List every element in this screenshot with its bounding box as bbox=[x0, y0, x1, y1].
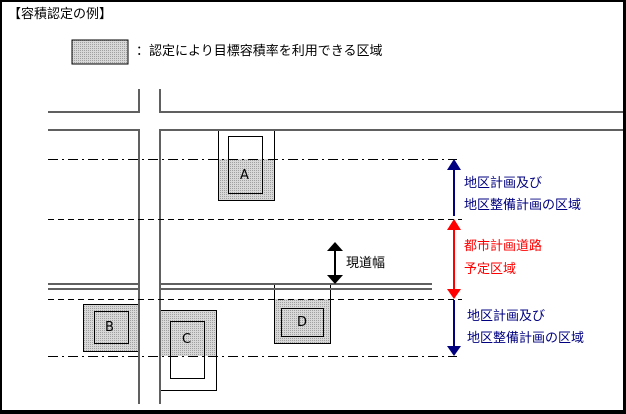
building-c-eligible-area bbox=[160, 310, 216, 356]
current-road-width-arrow bbox=[327, 242, 343, 284]
building-c bbox=[170, 321, 205, 379]
building-d-eligible-area bbox=[274, 299, 330, 343]
building-a bbox=[228, 136, 263, 194]
road-edge-current-bottom-right bbox=[159, 283, 432, 404]
district-top-label-line1: 地区計画及び bbox=[464, 176, 543, 191]
planned-road-label-line2: 予定区域 bbox=[464, 262, 517, 277]
road-edge-upper-right bbox=[159, 89, 623, 113]
district-bottom-label-line1: 地区計画及び bbox=[467, 309, 546, 324]
district-top-label-line2: 地区整備計画の区域 bbox=[464, 198, 582, 213]
legend-label: ：認定により目標容積率を利用できる区域 bbox=[136, 44, 383, 59]
building-b bbox=[94, 311, 129, 344]
planned-road-label-line1: 都市計画道路 bbox=[464, 239, 543, 254]
road-edge-mid-left bbox=[48, 129, 140, 289]
district-bottom-arrow bbox=[447, 300, 461, 356]
legend-swatch bbox=[71, 39, 129, 65]
building-d bbox=[281, 308, 324, 337]
district-bottom-label-line2: 地区整備計画の区域 bbox=[467, 331, 585, 346]
current-road-width-label: 現道幅 bbox=[346, 256, 386, 271]
building-label-d: D bbox=[297, 315, 308, 330]
road-edge-current-bottom-left bbox=[48, 283, 140, 404]
planned-road-arrow bbox=[447, 219, 461, 299]
building-label-c: C bbox=[182, 332, 192, 347]
building-label-b: B bbox=[105, 320, 114, 335]
road-edge-upper-left bbox=[48, 89, 140, 113]
building-label-a: A bbox=[240, 168, 249, 183]
district-top-arrow bbox=[447, 159, 461, 216]
diagram-title: 【容積認定の例】 bbox=[8, 7, 113, 22]
road-edge-mid-right bbox=[159, 129, 623, 289]
